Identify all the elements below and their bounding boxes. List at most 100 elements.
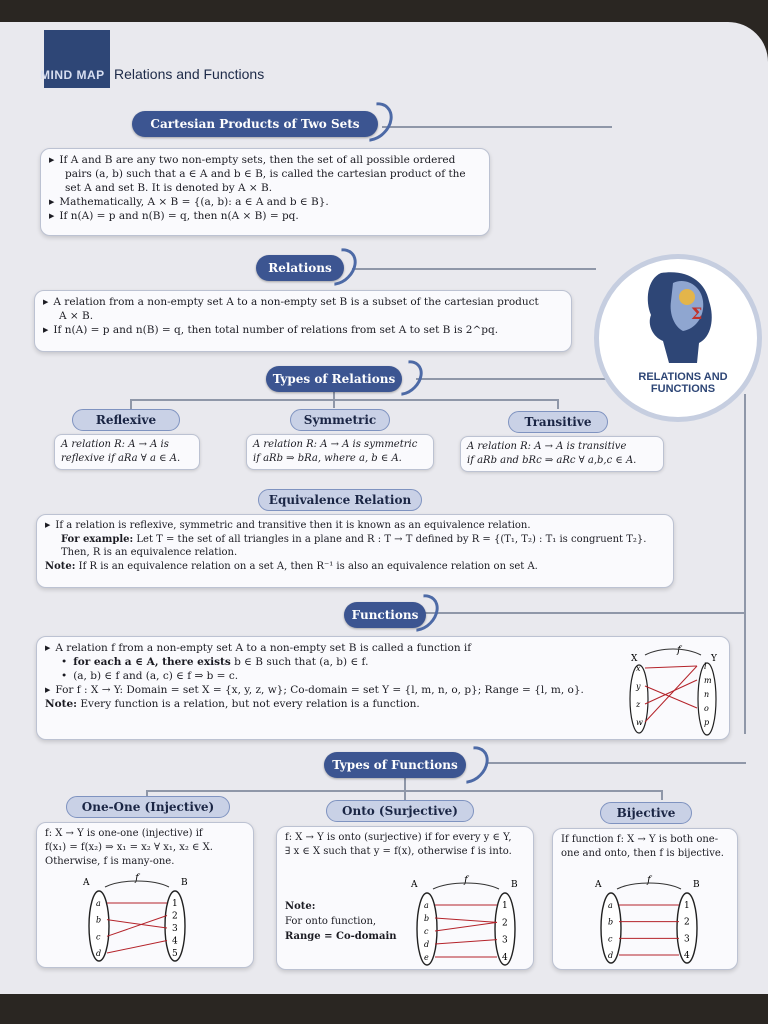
bijective-line-1: If function f: X → Y is both one- — [561, 833, 729, 847]
emblem-line-1: RELATIONS AND — [627, 371, 739, 383]
page-title: Relations and Functions — [114, 66, 264, 82]
cartesian-bullet-1-cont: pairs (a, b) such that a ∈ A and b ∈ B, … — [49, 167, 481, 181]
emblem-line-2: FUNCTIONS — [627, 383, 739, 395]
mapping-arrow — [645, 686, 697, 708]
map-arrow — [107, 916, 167, 937]
set-b-element: 3 — [684, 934, 690, 944]
types-of-relations-heading: Types of Relations — [266, 366, 402, 392]
mind-map-label: MIND MAP — [40, 68, 105, 82]
onto-note-line-2: Range = Co-domain — [285, 929, 397, 944]
map-f-label: f — [463, 875, 470, 886]
codomain-element: m — [704, 676, 712, 685]
set-a-element: b — [424, 914, 429, 923]
mapping-arrow — [645, 680, 697, 704]
set-b-element: 4 — [172, 937, 178, 947]
types-of-functions-heading: Types of Functions — [324, 752, 466, 778]
equivalence-relation-label: Equivalence Relation — [258, 489, 422, 511]
connector-line — [352, 268, 596, 270]
note-label: Note: — [45, 698, 77, 710]
symmetric-box: A relation R: A → A is symmetric if aRb … — [246, 434, 434, 470]
bijective-line-2: one and onto, then f is bijective. — [561, 847, 729, 861]
example-text: Let T = the set of all triangles in a pl… — [136, 534, 646, 545]
functions-cond-1-mid: a ∈ A, there exists — [125, 656, 231, 668]
diagram-f-label: f — [676, 645, 683, 656]
one-one-line-2: f(x₁) = f(x₂) ⇒ x₁ = x₂ ∀ x₁, x₂ ∈ X. — [45, 841, 245, 855]
codomain-element: l — [704, 662, 707, 671]
set-b-element: 3 — [502, 936, 508, 946]
cartesian-bullet-2: Mathematically, A × B = {(a, b): a ∈ A a… — [49, 195, 481, 209]
connector-line — [744, 394, 746, 734]
set-a-element: a — [608, 901, 613, 910]
map-arrow — [435, 922, 497, 931]
transitive-box: A relation R: A → A is transitive if aRb… — [460, 436, 664, 472]
symmetric-line-2: if aRb ⇒ bRa, where a, b ∈ A. — [253, 452, 427, 466]
set-a-element: c — [424, 927, 429, 936]
reflexive-line-2: reflexive if aRa ∀ a ∈ A. — [61, 452, 193, 466]
mapping-arc — [645, 649, 701, 655]
set-a-element: b — [608, 918, 613, 927]
set-b-element: 5 — [172, 949, 178, 959]
relations-bullet-1: A relation from a non-empty set A to a n… — [43, 295, 563, 309]
set-b-element: 2 — [502, 918, 508, 928]
connector-line — [416, 378, 636, 380]
onto-line-2: ∃ x ∈ X such that y = f(x), otherwise f … — [285, 845, 525, 859]
symmetric-line-1: A relation R: A → A is symmetric — [253, 438, 427, 452]
example-label: For example: — [61, 534, 133, 545]
cartesian-bullet-1: If A and B are any two non-empty sets, t… — [49, 153, 481, 167]
reflexive-box: A relation R: A → A is reflexive if aRa … — [54, 434, 200, 470]
functions-bullet-2: For f : X → Y: Domain = set X = {x, y, z… — [45, 683, 721, 697]
connector-line — [404, 778, 406, 800]
mind-map-page: MIND MAP Relations and Functions Σ RELAT… — [0, 22, 768, 994]
onto-box: f: X → Y is onto (surjective) if for eve… — [276, 826, 534, 970]
map-f-label: f — [134, 873, 141, 884]
transitive-label: Transitive — [508, 411, 608, 433]
cartesian-bullet-3: If n(A) = p and n(B) = q, then n(A × B) … — [49, 209, 481, 223]
set-b-element: 1 — [502, 901, 508, 911]
set-b-element: 3 — [172, 924, 178, 934]
set-a-element: d — [424, 940, 429, 949]
set-b-element: 2 — [172, 912, 178, 922]
connector-line — [130, 399, 132, 409]
mapping-arrow — [645, 666, 697, 668]
functions-cond-1-end: b ∈ B such that (a, b) ∈ f. — [234, 656, 368, 668]
set-a-element: d — [608, 951, 613, 960]
diagram-x-label: X — [631, 654, 638, 664]
codomain-element: n — [704, 690, 709, 699]
one-one-line-1: f: X → Y is one-one (injective) if — [45, 827, 245, 841]
set-a-element: b — [96, 916, 101, 925]
domain-element: w — [636, 718, 643, 727]
set-a-element: e — [424, 953, 429, 962]
function-mapping-diagram: f X Y xyzwlmnop — [621, 643, 725, 737]
heading-arc-decoration — [394, 587, 446, 639]
functions-box: A relation f from a non-empty set A to a… — [36, 636, 730, 740]
set-b-label: B — [511, 880, 518, 890]
symmetric-label: Symmetric — [290, 409, 390, 431]
example-text-cont: Then, R is an equivalence relation. — [45, 546, 665, 560]
set-a-element: c — [96, 932, 101, 941]
transitive-line-2: if aRb and bRc ⇒ aRc ∀ a,b,c ∈ A. — [467, 454, 657, 468]
onto-note-label: Note: — [285, 899, 397, 914]
map-f-label: f — [646, 875, 653, 886]
heading-arc-decoration — [444, 739, 496, 791]
connector-line — [486, 762, 746, 764]
heading-arc-decoration — [312, 241, 364, 293]
svg-text:Σ: Σ — [691, 304, 702, 323]
relations-bullet-1-cont: A × B. — [43, 309, 563, 323]
onto-line-1: f: X → Y is onto (surjective) if for eve… — [285, 831, 525, 845]
one-one-line-3: Otherwise, f is many-one. — [45, 855, 245, 869]
functions-bullet-1: A relation f from a non-empty set A to a… — [45, 641, 721, 655]
note-label: Note: — [45, 561, 75, 572]
domain-element: y — [635, 682, 641, 691]
bijective-box: If function f: X → Y is both one- one an… — [552, 828, 738, 970]
cartesian-products-box: If A and B are any two non-empty sets, t… — [40, 148, 490, 236]
set-b-label: B — [693, 880, 700, 890]
equivalence-bullet: If a relation is reflexive, symmetric an… — [45, 519, 665, 533]
codomain-element: p — [704, 718, 709, 727]
set-b-element: 2 — [684, 918, 690, 928]
equivalence-note: If R is an equivalence relation on a set… — [79, 561, 538, 572]
domain-element: z — [635, 700, 641, 709]
cartesian-products-heading: Cartesian Products of Two Sets — [132, 111, 378, 137]
onto-note-line-1: For onto function, — [285, 914, 397, 929]
set-a-element: a — [96, 899, 101, 908]
